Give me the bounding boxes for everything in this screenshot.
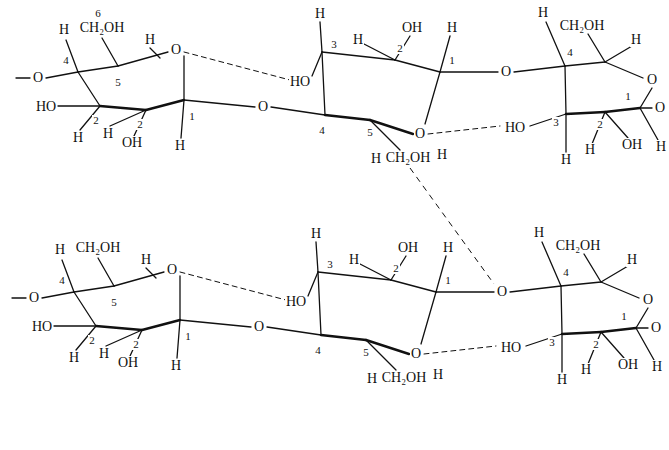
atom-label: H (533, 226, 545, 240)
atom-label: H (556, 373, 568, 387)
locant-number: 3 (330, 39, 338, 50)
locant-number: 1 (620, 311, 628, 322)
atom-label: H (310, 227, 322, 241)
locant-number: 2 (392, 263, 400, 274)
atom-label: H (72, 131, 84, 145)
locant-number: 4 (318, 125, 326, 136)
atom-label: HO (500, 341, 522, 355)
atom-label: H (140, 253, 152, 267)
locant-number: 4 (566, 47, 574, 58)
atom-label: CH₂OH (559, 19, 606, 33)
atom-label: H (626, 253, 638, 267)
locant-number: 4 (562, 267, 570, 278)
atom-label: H (537, 6, 549, 20)
atom-label: O (646, 73, 658, 87)
atom-label: CH₂OH (75, 241, 122, 255)
atom-label: O (500, 65, 512, 79)
atom-label: H (580, 363, 592, 377)
locant-number: 1 (448, 55, 456, 66)
atom-label: H (442, 241, 454, 255)
atom-label: CH₂OH (79, 21, 126, 35)
atom-label: O (253, 320, 265, 334)
atom-label: H (58, 23, 70, 37)
atom-label: H (432, 368, 444, 382)
atom-label: H (436, 148, 448, 162)
atom-label: CH₂OH (385, 151, 432, 165)
atom-label: H (170, 359, 182, 373)
locant-number: 4 (62, 55, 70, 66)
chain-upper (16, 22, 658, 152)
locant-number: 5 (114, 77, 122, 88)
atom-label: OH (397, 241, 419, 255)
locant-number: 1 (188, 111, 196, 122)
atom-label: H (651, 360, 663, 374)
locant-number: 4 (314, 345, 322, 356)
atom-label: H (655, 140, 667, 154)
locant-number: 5 (110, 297, 118, 308)
interchain-hbond (410, 168, 494, 284)
atom-label: H (366, 372, 378, 386)
locant-number: 2 (136, 119, 144, 130)
locant-number: 2 (396, 43, 404, 54)
atom-label: O (654, 101, 666, 115)
locant-number: 4 (58, 275, 66, 286)
atom-label: H (102, 127, 114, 141)
locant-number: 1 (184, 331, 192, 342)
chain-lower (12, 242, 654, 372)
locant-number: 5 (362, 347, 370, 358)
atom-label: O (496, 285, 508, 299)
atom-label: H (446, 21, 458, 35)
atom-label: H (54, 243, 66, 257)
locant-number: 2 (132, 339, 140, 350)
atom-label: OH (117, 356, 139, 370)
atom-label: H (348, 253, 360, 267)
atom-label: H (174, 139, 186, 153)
atom-label: O (166, 263, 178, 277)
atom-label: O (28, 291, 40, 305)
atom-label: H (584, 143, 596, 157)
atom-label: O (410, 347, 422, 361)
atom-label: OH (617, 358, 639, 372)
locant-number: 2 (88, 335, 96, 346)
locant-number: 3 (326, 259, 334, 270)
atom-label: O (170, 43, 182, 57)
atom-label: O (650, 321, 662, 335)
atom-label: H (352, 33, 364, 47)
atom-label: H (314, 7, 326, 21)
atom-label: H (144, 33, 156, 47)
atom-label: H (560, 153, 572, 167)
atom-label: H (98, 347, 110, 361)
atom-label: OH (401, 21, 423, 35)
atom-label: O (257, 100, 269, 114)
atom-label: HO (504, 121, 526, 135)
atom-label: CH₂OH (381, 371, 428, 385)
atom-label: H (630, 33, 642, 47)
atom-label: OH (121, 136, 143, 150)
atom-label: H (370, 152, 382, 166)
atom-label: CH₂OH (555, 239, 602, 253)
atom-label: O (32, 71, 44, 85)
atom-label: O (642, 293, 654, 307)
atom-label: HO (285, 295, 307, 309)
locant-number: 3 (552, 117, 560, 128)
atom-label: H (68, 351, 80, 365)
locant-number: 1 (444, 275, 452, 286)
locant-number: 3 (548, 337, 556, 348)
atom-label: O (414, 127, 426, 141)
atom-label: OH (621, 138, 643, 152)
locant-number: 2 (92, 115, 100, 126)
locant-number: 2 (596, 119, 604, 130)
atom-label: HO (31, 320, 53, 334)
atom-label: HO (35, 100, 57, 114)
locant-number: 6 (94, 8, 102, 19)
atom-label: HO (289, 75, 311, 89)
locant-number: 5 (366, 127, 374, 138)
locant-number: 2 (592, 339, 600, 350)
locant-number: 1 (624, 91, 632, 102)
